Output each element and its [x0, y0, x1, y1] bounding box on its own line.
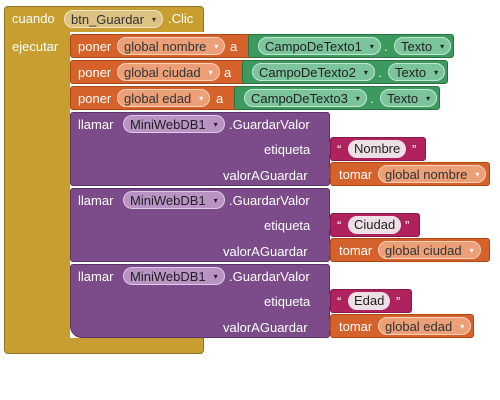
property-dot: . — [370, 91, 374, 106]
tag-param-label: etiqueta — [264, 142, 311, 157]
chevron-down-icon: ▾ — [369, 42, 374, 51]
component-label: CampoDeTexto2 — [259, 65, 356, 80]
close-quote: ” — [412, 142, 417, 157]
global-variable-dropdown[interactable]: global edad ▾ — [117, 89, 211, 107]
chevron-down-icon: ▾ — [214, 42, 219, 51]
call-component-label: MiniWebDB1 — [130, 193, 206, 208]
close-quote: ” — [396, 294, 401, 309]
chevron-down-icon: ▾ — [475, 170, 480, 179]
event-name-label: .Clic — [168, 11, 194, 26]
event-do-label: ejecutar — [12, 39, 59, 54]
chevron-down-icon: ▾ — [426, 94, 431, 103]
chevron-down-icon: ▾ — [208, 68, 213, 77]
call-socket — [326, 243, 332, 255]
value-param-label: valorAGuardar — [223, 320, 308, 335]
get-label: tomar — [339, 243, 373, 258]
property-dropdown[interactable]: Texto ▾ — [380, 89, 438, 107]
open-quote: “ — [337, 142, 342, 157]
tag-param-label: etiqueta — [264, 218, 311, 233]
call-component-dropdown[interactable]: MiniWebDB1 ▾ — [123, 115, 225, 133]
call-socket — [326, 319, 332, 331]
to-label: a — [216, 91, 224, 106]
get-label: tomar — [339, 319, 373, 334]
open-quote: “ — [337, 218, 342, 233]
chevron-down-icon: ▾ — [434, 68, 439, 77]
get-variable-label: global nombre — [385, 167, 468, 182]
global-variable-label: global edad — [124, 91, 192, 106]
get-variable-dropdown[interactable]: global nombre ▾ — [378, 165, 487, 183]
chevron-down-icon: ▾ — [213, 272, 218, 281]
property-dot: . — [384, 39, 388, 54]
call-socket — [326, 142, 332, 154]
call-component-dropdown[interactable]: MiniWebDB1 ▾ — [123, 191, 225, 209]
text-literal-field[interactable]: Nombre — [348, 140, 407, 158]
set-label: poner — [78, 91, 112, 106]
global-variable-label: global ciudad — [124, 65, 201, 80]
property-dropdown[interactable]: Texto ▾ — [388, 63, 446, 81]
property-label: Texto — [401, 39, 433, 54]
call-socket — [326, 294, 332, 306]
text-literal-value: Nombre — [354, 141, 401, 156]
chevron-down-icon: ▾ — [363, 68, 368, 77]
text-literal-value: Edad — [354, 293, 385, 308]
chevron-down-icon: ▾ — [355, 94, 360, 103]
value-param-label: valorAGuardar — [223, 244, 308, 259]
chevron-down-icon: ▾ — [469, 246, 474, 255]
global-variable-dropdown[interactable]: global nombre ▾ — [117, 37, 226, 55]
get-variable-label: global ciudad — [385, 243, 462, 258]
global-variable-label: global nombre — [124, 39, 207, 54]
to-label: a — [230, 39, 238, 54]
chevron-down-icon: ▾ — [440, 42, 445, 51]
get-label: tomar — [339, 167, 373, 182]
event-block-body — [4, 31, 70, 347]
call-method-label: .GuardarValor — [229, 269, 310, 284]
value-param-label: valorAGuardar — [223, 168, 308, 183]
call-component-label: MiniWebDB1 — [130, 269, 206, 284]
call-component-dropdown[interactable]: MiniWebDB1 ▾ — [123, 267, 225, 285]
text-literal-field[interactable]: Ciudad — [348, 216, 402, 234]
event-when-label: cuando — [12, 11, 55, 26]
close-quote: ” — [405, 218, 410, 233]
set-label: poner — [78, 39, 112, 54]
chevron-down-icon: ▾ — [199, 94, 204, 103]
event-component-label: btn_Guardar — [71, 12, 144, 27]
set-label: poner — [78, 65, 112, 80]
property-label: Texto — [387, 91, 419, 106]
chevron-down-icon: ▾ — [213, 196, 218, 205]
call-method-label: .GuardarValor — [229, 117, 310, 132]
event-block-footer — [4, 338, 204, 354]
chevron-down-icon: ▾ — [460, 322, 465, 331]
component-label: CampoDeTexto3 — [251, 91, 348, 106]
component-dropdown[interactable]: CampoDeTexto2 ▾ — [252, 63, 375, 81]
global-variable-dropdown[interactable]: global ciudad ▾ — [117, 63, 220, 81]
component-dropdown[interactable]: CampoDeTexto1 ▾ — [258, 37, 381, 55]
text-literal-value: Ciudad — [354, 217, 396, 232]
chevron-down-icon: ▾ — [151, 15, 156, 24]
property-dot: . — [378, 65, 382, 80]
call-label: llamar — [78, 117, 114, 132]
chevron-down-icon: ▾ — [213, 120, 218, 129]
open-quote: “ — [337, 294, 342, 309]
call-component-label: MiniWebDB1 — [130, 117, 206, 132]
component-label: CampoDeTexto1 — [265, 39, 362, 54]
call-label: llamar — [78, 193, 114, 208]
get-variable-label: global edad — [385, 319, 453, 334]
call-socket — [326, 167, 332, 179]
call-label: llamar — [78, 269, 114, 284]
event-component-dropdown[interactable]: btn_Guardar ▾ — [64, 10, 163, 28]
get-variable-dropdown[interactable]: global ciudad ▾ — [378, 241, 481, 259]
call-socket — [326, 218, 332, 230]
get-variable-dropdown[interactable]: global edad ▾ — [378, 317, 472, 335]
component-dropdown[interactable]: CampoDeTexto3 ▾ — [244, 89, 367, 107]
to-label: a — [224, 65, 232, 80]
tag-param-label: etiqueta — [264, 294, 311, 309]
text-literal-field[interactable]: Edad — [348, 292, 391, 310]
call-method-label: .GuardarValor — [229, 193, 310, 208]
property-dropdown[interactable]: Texto ▾ — [394, 37, 452, 55]
property-label: Texto — [395, 65, 427, 80]
